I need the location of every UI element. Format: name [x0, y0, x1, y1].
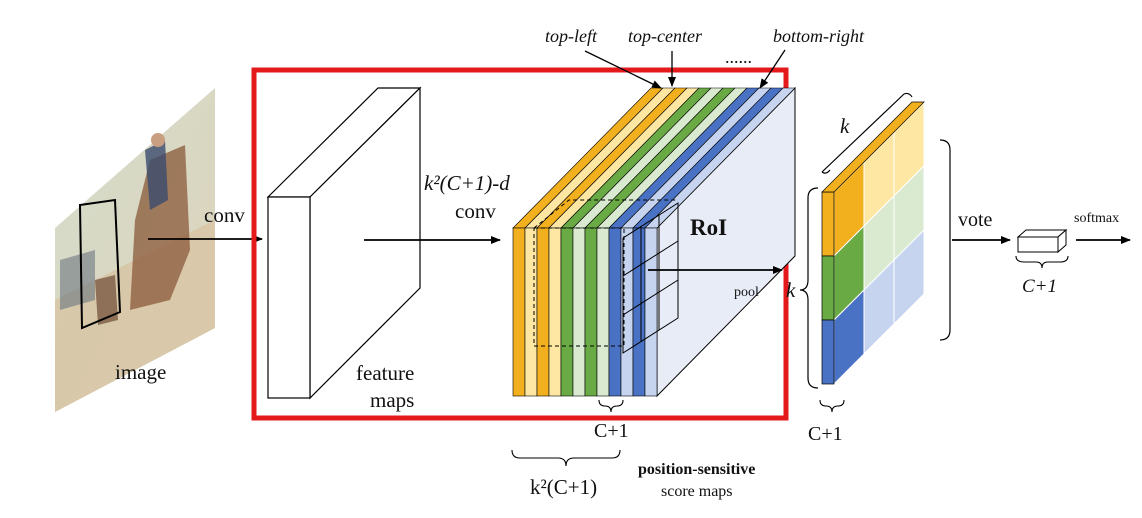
vote-label: vote — [958, 209, 993, 231]
voting-grid — [821, 100, 925, 386]
c1-brace-grid — [819, 399, 845, 413]
score-map-stack — [512, 86, 796, 398]
vote-grid-top-edge — [821, 101, 925, 193]
score-map-strip — [512, 227, 526, 397]
score-map-strip — [572, 227, 586, 397]
vote-bracket — [939, 139, 951, 341]
score-map-strip — [524, 227, 538, 397]
conv-label: conv — [204, 203, 245, 227]
k-brace-side — [799, 187, 819, 389]
k-brace-top-ends — [821, 92, 913, 174]
pool-label: pool — [734, 285, 759, 300]
feature-maps-label-2: maps — [370, 388, 414, 412]
vote-grid-cell — [893, 228, 925, 326]
kconv-label-2: conv — [455, 199, 496, 223]
score-map-strip — [596, 227, 610, 397]
roi-dashed-top — [533, 199, 678, 229]
k2c1-label: k²(C+1) — [530, 475, 597, 499]
bottom-right-label: bottom-right — [773, 26, 865, 46]
c1-under-grid-label: C+1 — [808, 423, 843, 445]
score-map-strip — [536, 227, 550, 397]
score-map-strip — [560, 227, 574, 397]
c1-brace-maps — [598, 399, 624, 413]
softmax-label: softmax — [1074, 211, 1119, 226]
vote-grid-front-edge — [821, 319, 835, 385]
feature-map-block — [266, 86, 422, 400]
vote-grid-front-edge — [821, 191, 835, 257]
top-left-pointer — [584, 50, 662, 89]
dots-label: ...... — [725, 47, 752, 67]
k-brace-top — [821, 93, 905, 173]
c1-under-maps-label: C+1 — [594, 420, 629, 442]
score-map-strip — [632, 227, 646, 397]
k-top-label: k — [840, 114, 850, 138]
score-map-strip — [584, 227, 598, 397]
score-map-strip — [548, 227, 562, 397]
image-label: image — [115, 360, 166, 384]
output-box — [1016, 228, 1068, 254]
score-maps-label-1: position-sensitive — [638, 461, 755, 478]
c1-brace-output — [1015, 255, 1069, 269]
input-image — [55, 88, 215, 412]
feature-maps-label-1: feature — [356, 361, 414, 385]
score-map-strip — [608, 227, 622, 397]
vote-grid-front-edge — [821, 255, 835, 321]
top-left-label: top-left — [545, 26, 598, 46]
kconv-label-1: k²(C+1)-d — [424, 171, 510, 195]
roi-dashed-box — [533, 227, 625, 347]
k-side-label: k — [786, 278, 796, 302]
k2c1-brace — [511, 449, 621, 467]
c1-small-label: C+1 — [1022, 276, 1057, 297]
roi-grid — [622, 202, 679, 354]
top-center-label: top-center — [628, 26, 703, 46]
bottom-right-pointer — [759, 49, 786, 89]
score-map-strip — [644, 227, 658, 397]
score-maps-label-2: score maps — [661, 483, 733, 500]
roi-label: RoI — [690, 215, 727, 240]
